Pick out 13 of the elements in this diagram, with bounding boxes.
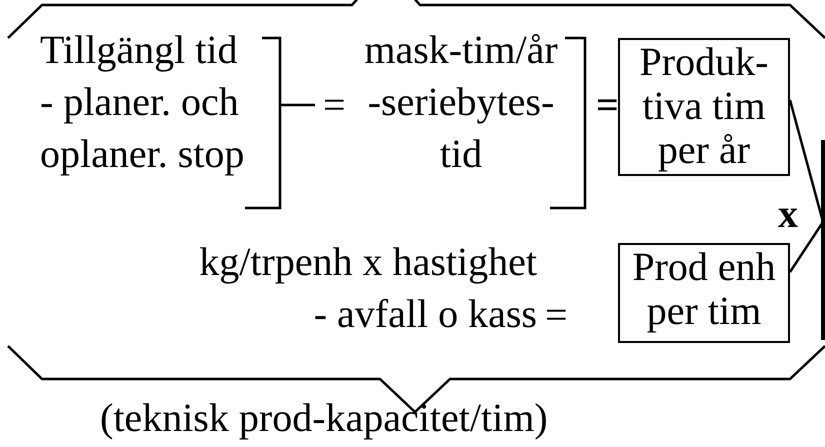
formula-text: kg/trpenh x hastighet - avfall o kass	[198, 238, 537, 338]
process-box	[618, 38, 790, 176]
box-label: Produk- tiva tim per år	[638, 40, 770, 172]
empty-box	[821, 140, 825, 340]
equals-sign: =	[596, 81, 620, 129]
formula-text: Tillgängl tid - planer. och oplaner. stop	[40, 26, 246, 178]
equals-sign: =	[545, 291, 569, 339]
equals-sign: =	[323, 81, 347, 129]
box-label: Prod enh per tim	[631, 245, 777, 333]
multiply-sign: x	[778, 190, 799, 238]
formula-text: mask-tim/år -seriebytes- tid	[363, 26, 559, 178]
process-box	[618, 243, 790, 343]
caption-text: (teknisk prod-kapacitet/tim)	[100, 394, 549, 442]
